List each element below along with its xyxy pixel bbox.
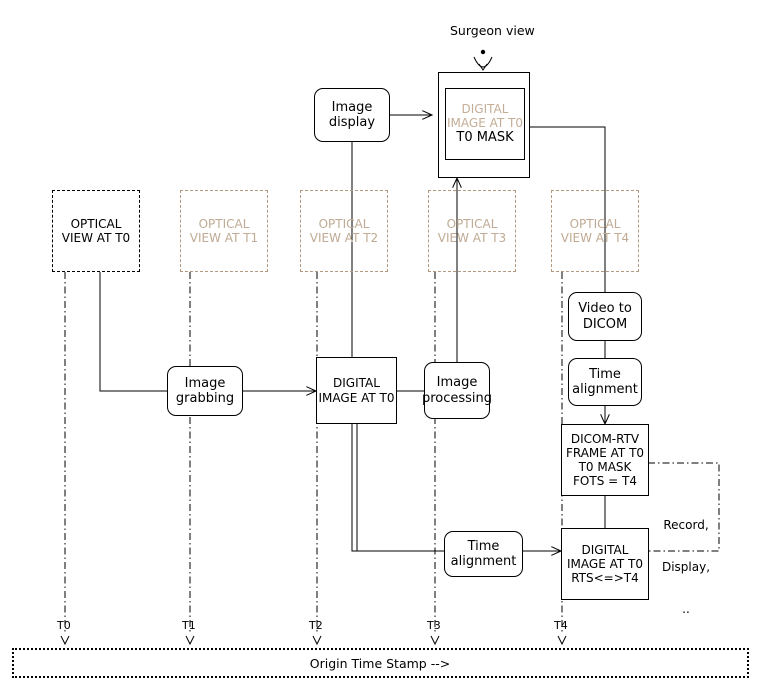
time-alignment-right-box[interactable]: Time alignment — [568, 358, 642, 406]
tick-label-t4: T4 — [554, 619, 568, 632]
dicom-rtv-line3: T0 MASK — [578, 460, 632, 474]
time-alignment-mid-line1: Time — [467, 538, 500, 554]
image-processing-line1: Image — [436, 375, 478, 391]
digital-rts-line1: DIGITAL — [581, 542, 629, 557]
digital-image-rts-box[interactable]: DIGITAL IMAGE AT T0 RTS<=>T4 — [561, 528, 649, 600]
dicom-rtv-line2: FRAME AT T0 — [565, 445, 645, 460]
image-grabbing-line2: grabbing — [175, 391, 235, 406]
time-alignment-right-line2: alignment — [572, 382, 638, 397]
lifeline-arrow-t3 — [430, 635, 440, 646]
record-display-line1: Record, — [663, 518, 709, 532]
image-processing-box[interactable]: Image processing — [421, 362, 493, 419]
tick-label-t2: T2 — [309, 619, 323, 632]
video-to-dicom-line2: DICOM — [582, 316, 628, 332]
origin-time-stamp-band — [12, 648, 749, 678]
dicom-rtv-frame-box[interactable]: DICOM-RTV FRAME AT T0 T0 MASK FOTS = T4 — [561, 424, 649, 496]
optical-view-t1-line2: VIEW AT T1 — [189, 231, 259, 245]
optical-view-t4-box[interactable]: OPTICAL VIEW AT T4 — [551, 190, 639, 272]
optical-view-t1-line1: OPTICAL — [198, 216, 250, 231]
tick-label-t3: T3 — [427, 619, 441, 632]
digital-image-t0-line1: DIGITAL — [333, 376, 380, 391]
record-display-line2: Display, — [661, 560, 711, 574]
optical-view-t4-line2: VIEW AT T4 — [560, 231, 630, 245]
origin-time-stamp-label: Origin Time Stamp --> — [309, 656, 451, 671]
optical-view-t3-line2: VIEW AT T3 — [437, 231, 507, 245]
optical-view-t3-line1: OPTICAL — [446, 216, 498, 231]
eye-gaze-curve — [473, 56, 493, 68]
optical-view-t4-line1: OPTICAL — [569, 216, 621, 231]
record-display-line3: .. — [682, 602, 690, 616]
optical-view-t0-line1: OPTICAL — [70, 216, 122, 231]
digital-image-t0-box[interactable]: DIGITAL IMAGE AT T0 — [316, 357, 397, 424]
tick-label-t0: T0 — [57, 619, 71, 632]
surgeon-inner-faded-text: DIGITAL IMAGE AT T0 — [447, 102, 523, 131]
time-alignment-mid-box[interactable]: Time alignment — [444, 531, 523, 577]
image-processing-line2: processing — [421, 390, 493, 406]
image-grabbing-line1: Image — [184, 375, 226, 391]
lifeline-arrow-t2 — [312, 635, 322, 646]
optical-view-t2-line1: OPTICAL — [318, 216, 370, 231]
eye-gaze-arrow — [478, 63, 488, 71]
optical-view-t0-box[interactable]: OPTICAL VIEW AT T0 — [52, 190, 140, 272]
lifeline-arrow-t4 — [557, 635, 567, 646]
digital-image-t0-line2: IMAGE AT T0 — [318, 390, 395, 405]
optical-view-t2-box[interactable]: OPTICAL VIEW AT T2 — [300, 190, 388, 272]
lifeline-arrow-t0 — [60, 635, 70, 646]
optical-view-t2-line2: VIEW AT T2 — [309, 231, 379, 245]
record-display-label: Record, Display, .. — [662, 490, 710, 644]
image-grabbing-box[interactable]: Image grabbing — [167, 366, 243, 416]
optical-view-t0-line2: VIEW AT T0 — [61, 231, 131, 245]
surgeon-view-title: Surgeon view — [450, 23, 535, 38]
image-display-box[interactable]: Image display — [314, 88, 390, 142]
eye-gaze-dot — [480, 49, 486, 55]
video-to-dicom-line1: Video to — [578, 301, 632, 317]
image-display-line1: Image — [331, 99, 373, 115]
dicom-rtv-line4: FOTS = T4 — [573, 474, 637, 489]
surgeon-inner-mask-text: T0 MASK — [456, 130, 514, 146]
lifeline-arrow-t1 — [185, 635, 195, 646]
video-to-dicom-box[interactable]: Video to DICOM — [568, 292, 642, 341]
optical-view-t3-box[interactable]: OPTICAL VIEW AT T3 — [428, 190, 516, 272]
dicom-rtv-line1: DICOM-RTV — [570, 431, 640, 446]
tick-label-t1: T1 — [182, 619, 196, 632]
surgeon-view-inner-box[interactable]: DIGITAL IMAGE AT T0 T0 MASK — [445, 88, 525, 160]
time-alignment-right-line1: Time — [589, 366, 621, 382]
optical-view-t1-box[interactable]: OPTICAL VIEW AT T1 — [180, 190, 268, 272]
wire-opticalt0-to-grabbing — [99, 272, 167, 392]
digital-rts-line2: IMAGE AT T0 — [567, 556, 643, 571]
image-display-line2: display — [328, 115, 376, 130]
time-alignment-mid-line2: alignment — [450, 554, 517, 569]
digital-rts-line3: RTS<=>T4 — [571, 571, 639, 586]
